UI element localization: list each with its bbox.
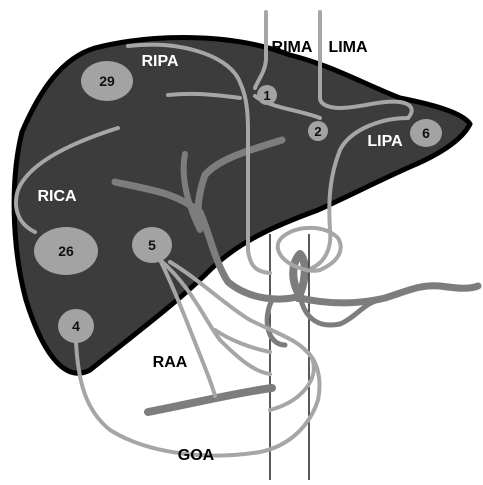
svg-text:29: 29: [99, 73, 115, 89]
svg-text:4: 4: [72, 318, 80, 334]
label-rica: RICA: [37, 188, 77, 205]
label-lipa: LIPA: [367, 133, 403, 150]
svg-text:5: 5: [148, 237, 156, 253]
label-raa: RAA: [153, 354, 188, 371]
svg-text:26: 26: [58, 243, 74, 259]
segment-node-1: 1: [257, 85, 277, 105]
segment-node-2: 2: [308, 121, 328, 141]
segment-node-6: 6: [410, 119, 442, 147]
label-ripa: RIPA: [141, 53, 178, 70]
label-lima: LIMA: [328, 39, 368, 56]
svg-text:1: 1: [263, 88, 270, 103]
segment-node-4: 4: [58, 309, 94, 343]
segment-node-5: 5: [132, 227, 172, 263]
segment-node-29: 29: [81, 61, 133, 101]
svg-text:6: 6: [422, 125, 430, 141]
svg-text:2: 2: [314, 124, 321, 139]
segment-node-26: 26: [34, 227, 98, 275]
label-rima: RIMA: [272, 39, 313, 56]
label-goa: GOA: [178, 447, 215, 464]
